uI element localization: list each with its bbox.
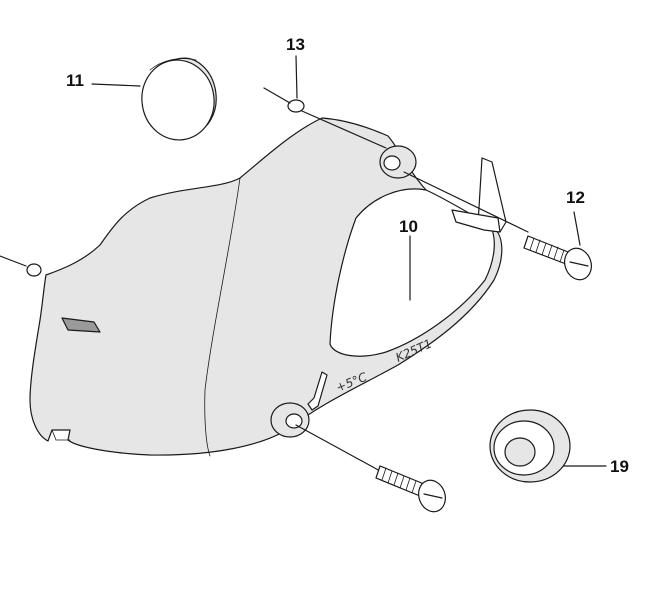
leader-11 xyxy=(91,83,141,87)
assembly-line-screw-12 xyxy=(403,171,529,233)
plug-highlight xyxy=(149,58,197,71)
callout-19: 19 xyxy=(610,457,629,476)
screw-12-shank xyxy=(523,235,569,265)
leader-lines xyxy=(0,55,607,473)
screw-lower-slot xyxy=(423,493,443,499)
screw-lower-shank xyxy=(375,465,425,497)
grommet-hole xyxy=(504,437,536,467)
assembly-line-upper xyxy=(301,110,387,149)
leader-13-axis xyxy=(263,87,291,104)
leader-12 xyxy=(573,211,581,246)
cover-window-cutout xyxy=(329,188,495,357)
cover-lower-boss-hole xyxy=(285,413,303,429)
callout-10: 10 xyxy=(399,217,418,236)
cover-upper-boss-hole xyxy=(383,155,401,171)
assembly-line-screw-lower xyxy=(295,424,383,473)
cover-inner-edge xyxy=(204,177,241,457)
grommet-part-19 xyxy=(489,409,571,483)
cover-part-10: +5°C K25T1 xyxy=(29,117,507,457)
plug-part-11 xyxy=(141,57,217,141)
callout-13: 13 xyxy=(286,35,305,54)
o-ring-part-13 xyxy=(287,99,305,113)
plug-face xyxy=(141,59,215,141)
screw-12-thread xyxy=(529,237,565,263)
screw-lower xyxy=(375,465,446,513)
cover-slot-tab xyxy=(61,317,101,333)
leader-13 xyxy=(295,55,298,99)
screw-part-12 xyxy=(523,235,592,281)
assembly-line-left-ring xyxy=(0,255,27,267)
cover-latch-hook xyxy=(307,371,328,411)
callout-12: 12 xyxy=(566,188,585,207)
callout-11: 11 xyxy=(66,71,84,90)
cover-bottom-notch xyxy=(51,429,71,441)
cover-fin-bracket xyxy=(451,209,501,233)
o-ring-left xyxy=(26,263,42,277)
screw-lower-thread xyxy=(381,467,417,494)
screw-12-slot xyxy=(569,261,589,267)
